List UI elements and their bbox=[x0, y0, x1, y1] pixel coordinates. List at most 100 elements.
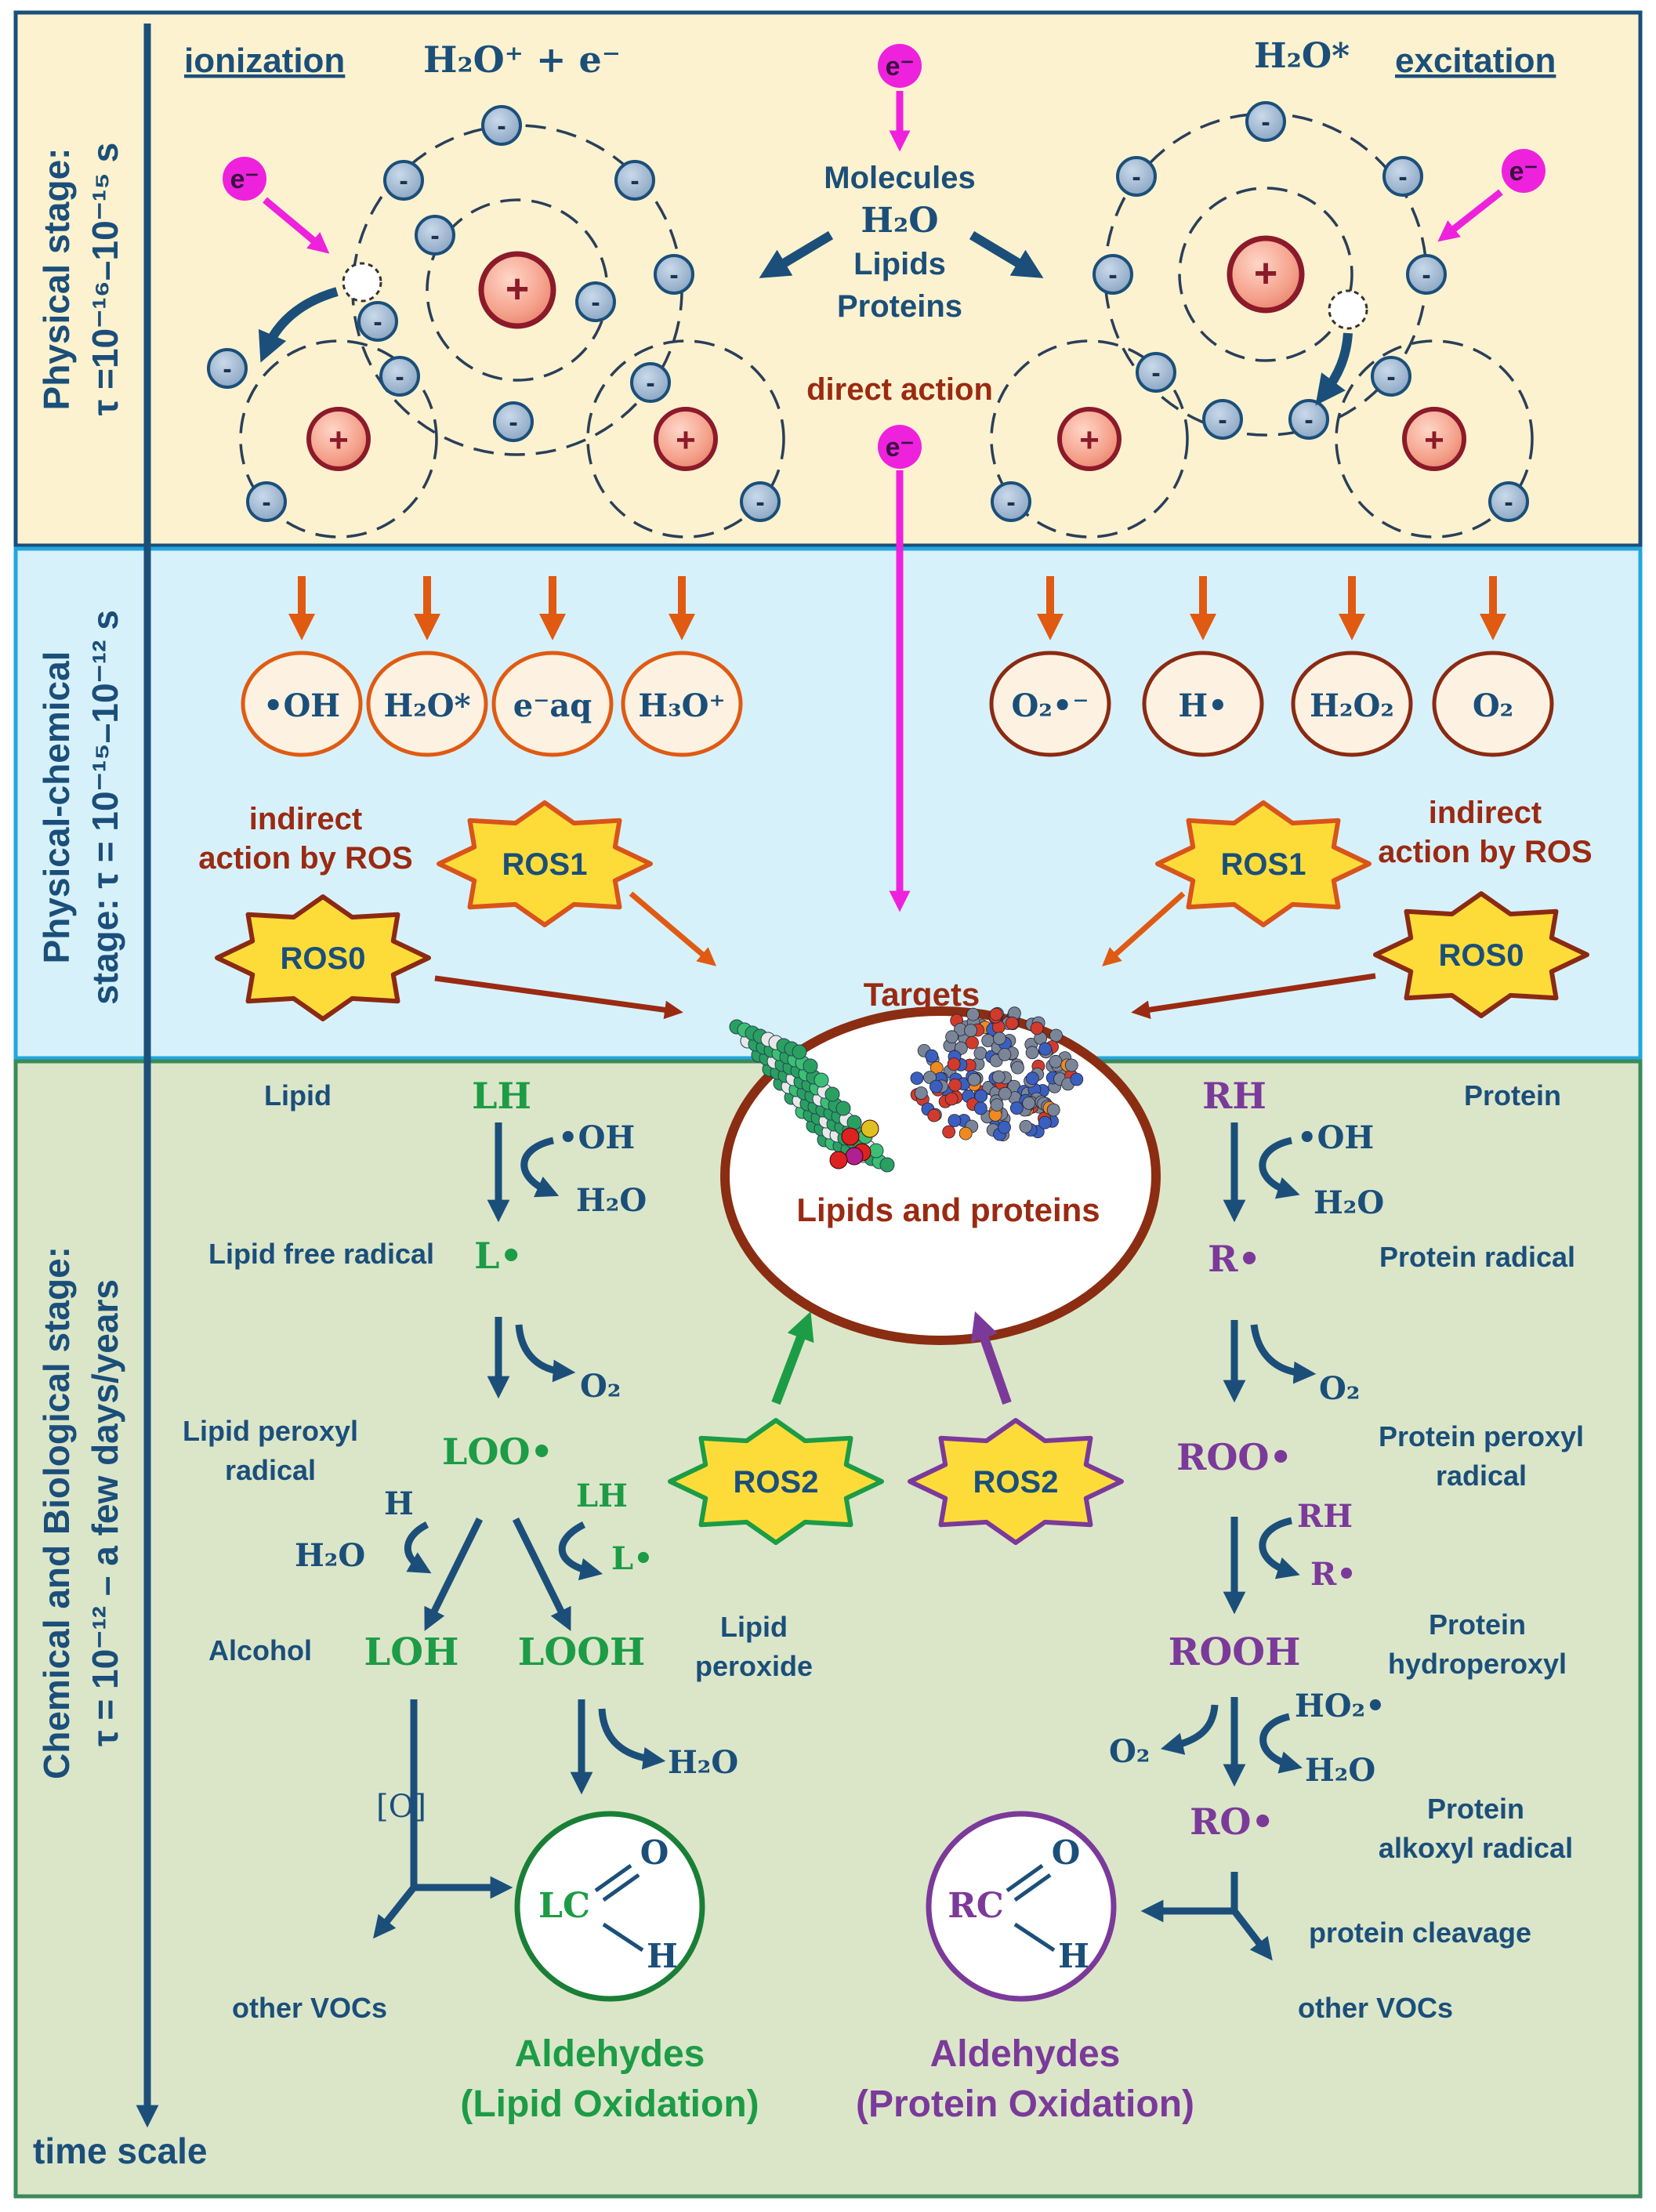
lipid-H2O-1: H₂O bbox=[576, 1182, 647, 1219]
protein-aldehydes-1: Aldehydes bbox=[930, 2033, 1121, 2075]
electron-minus: - bbox=[415, 215, 455, 256]
lipid-label: Lipid bbox=[264, 1079, 332, 1111]
svg-text:•OH: •OH bbox=[263, 687, 340, 724]
protein-arrows bbox=[1140, 1122, 1317, 1961]
physical-stage-panel bbox=[13, 10, 1643, 548]
svg-text:-: - bbox=[1398, 162, 1407, 192]
ionization-label: ionization bbox=[184, 42, 345, 80]
electron-minus: - bbox=[1371, 356, 1411, 397]
lipid-free-radical-label: Lipid free radical bbox=[208, 1238, 434, 1270]
protein-radical-label: Protein radical bbox=[1379, 1241, 1575, 1273]
electron-minus: - bbox=[1406, 254, 1447, 295]
protein-ROOH: ROOH bbox=[1169, 1630, 1301, 1674]
species-bubble: H₂O* bbox=[366, 651, 488, 757]
ros2-protein-arrow bbox=[970, 1311, 1012, 1405]
svg-text:H₂O₂: H₂O₂ bbox=[1310, 687, 1394, 724]
lipid-alcohol-label: Alcohol bbox=[208, 1634, 312, 1666]
svg-text:-: - bbox=[1386, 362, 1395, 392]
svg-text:e⁻: e⁻ bbox=[230, 165, 259, 194]
lipid-LH-2: LH bbox=[576, 1478, 628, 1514]
lipid-LOH: LOH bbox=[364, 1630, 459, 1674]
protein-OH: •OH bbox=[1297, 1119, 1374, 1156]
svg-text:-: - bbox=[630, 166, 639, 196]
svg-text:-: - bbox=[1108, 260, 1117, 290]
lipid-other-vocs: other VOCs bbox=[232, 1992, 387, 2024]
protein-R-2: R• bbox=[1310, 1556, 1357, 1593]
species-bubble: H₂O₂ bbox=[1291, 651, 1413, 757]
electron-orbit bbox=[586, 339, 785, 538]
svg-text:LC: LC bbox=[538, 1886, 590, 1926]
ros0-left-arrow bbox=[434, 975, 683, 1020]
electron-top: e⁻ bbox=[878, 44, 922, 88]
svg-text:-: - bbox=[1504, 488, 1513, 517]
ros2-lipid-arrow bbox=[771, 1311, 814, 1405]
electron-minus: - bbox=[493, 401, 534, 442]
ejection-arrow bbox=[258, 287, 339, 363]
electron-right-arrow bbox=[1437, 189, 1503, 242]
lipid-pathway: Lipid LH •OH H₂O Lipid free radical L• O… bbox=[183, 1075, 813, 2125]
svg-text:-: - bbox=[1422, 260, 1430, 290]
electron-vacancy bbox=[1328, 289, 1368, 330]
svg-text:O: O bbox=[640, 1833, 669, 1872]
electron-orbit bbox=[1335, 339, 1534, 538]
protein-R-radical: R• bbox=[1208, 1238, 1261, 1280]
molecules-h2o: H₂O bbox=[861, 201, 938, 241]
svg-text:O₂•⁻: O₂•⁻ bbox=[1011, 687, 1089, 724]
molecules-arrow-right bbox=[969, 230, 1044, 278]
protein-pathway: Protein RH •OH H₂O R• Protein radical O₂… bbox=[856, 1075, 1584, 2125]
electron-minus: - bbox=[1093, 254, 1133, 295]
electron-minus: - bbox=[740, 481, 781, 522]
ros1-right-arrow bbox=[1102, 891, 1186, 966]
species-bubble: H₃O⁺ bbox=[621, 651, 743, 757]
protein-H2O-2: H₂O bbox=[1305, 1752, 1375, 1789]
protein-HO2: HO₂• bbox=[1295, 1688, 1386, 1724]
svg-text:+: + bbox=[328, 421, 349, 459]
electron-right: e⁻ bbox=[1502, 149, 1545, 193]
electron-minus: - bbox=[379, 356, 420, 397]
chembio-stage-label-1: Chemical and Biological stage: bbox=[36, 1246, 77, 1779]
svg-text:ROS2: ROS2 bbox=[973, 1465, 1059, 1499]
electron-minus: - bbox=[654, 254, 694, 295]
molecules-lipids: Lipids bbox=[853, 247, 946, 281]
lipid-oxidant: [O] bbox=[376, 1789, 426, 1825]
svg-text:-: - bbox=[399, 166, 408, 196]
species-bubble: O₂•⁻ bbox=[989, 651, 1111, 757]
svg-text:+: + bbox=[1079, 421, 1100, 459]
lipid-LH: LH bbox=[472, 1075, 531, 1117]
ros1-star-left: ROS1 bbox=[437, 800, 653, 927]
protein-aldehydes-2: (Protein Oxidation) bbox=[856, 2083, 1194, 2125]
electron-minus: - bbox=[1488, 481, 1529, 522]
species-bubble: H• bbox=[1142, 651, 1264, 757]
svg-text:+: + bbox=[1424, 421, 1444, 459]
svg-text:+: + bbox=[676, 421, 696, 459]
protein-aldehyde-structure: RC O H bbox=[926, 1811, 1117, 2002]
protein-cleavage-label: protein cleavage bbox=[1309, 1916, 1531, 1949]
physchem-stage-label-2: stage: τ = 10⁻¹⁵–10⁻¹² s bbox=[85, 610, 125, 1005]
svg-text:O₂: O₂ bbox=[1473, 687, 1513, 724]
svg-text:-: - bbox=[1261, 107, 1270, 137]
indirect-left-2: action by ROS bbox=[198, 841, 412, 876]
lipid-LOOH: LOOH bbox=[518, 1630, 646, 1674]
electron-minus: - bbox=[481, 105, 522, 146]
species-bubble: O₂ bbox=[1432, 651, 1554, 757]
ros2-star-protein: ROS2 bbox=[908, 1418, 1124, 1545]
protein-peroxyl-label-1: Protein peroxyl bbox=[1379, 1420, 1584, 1452]
ros1-star-right: ROS1 bbox=[1155, 800, 1372, 927]
lipid-L-2: L• bbox=[611, 1540, 654, 1577]
protein-RH-2: RH bbox=[1297, 1498, 1353, 1535]
svg-text:-: - bbox=[646, 368, 654, 398]
protein-RO: RO• bbox=[1190, 1800, 1274, 1843]
electron-minus: - bbox=[1288, 399, 1329, 440]
nucleus-plus: + bbox=[306, 407, 371, 471]
protein-O2: O₂ bbox=[1319, 1370, 1360, 1407]
svg-text:-: - bbox=[223, 354, 231, 384]
svg-text:e⁻: e⁻ bbox=[886, 433, 915, 462]
svg-text:+: + bbox=[1254, 251, 1277, 296]
lipid-H: H bbox=[384, 1485, 414, 1522]
nucleus-plus: + bbox=[1402, 407, 1466, 471]
lipid-LOO: LOO• bbox=[442, 1431, 553, 1473]
electron-minus: - bbox=[1202, 399, 1243, 440]
electron-minus: - bbox=[1136, 352, 1176, 393]
